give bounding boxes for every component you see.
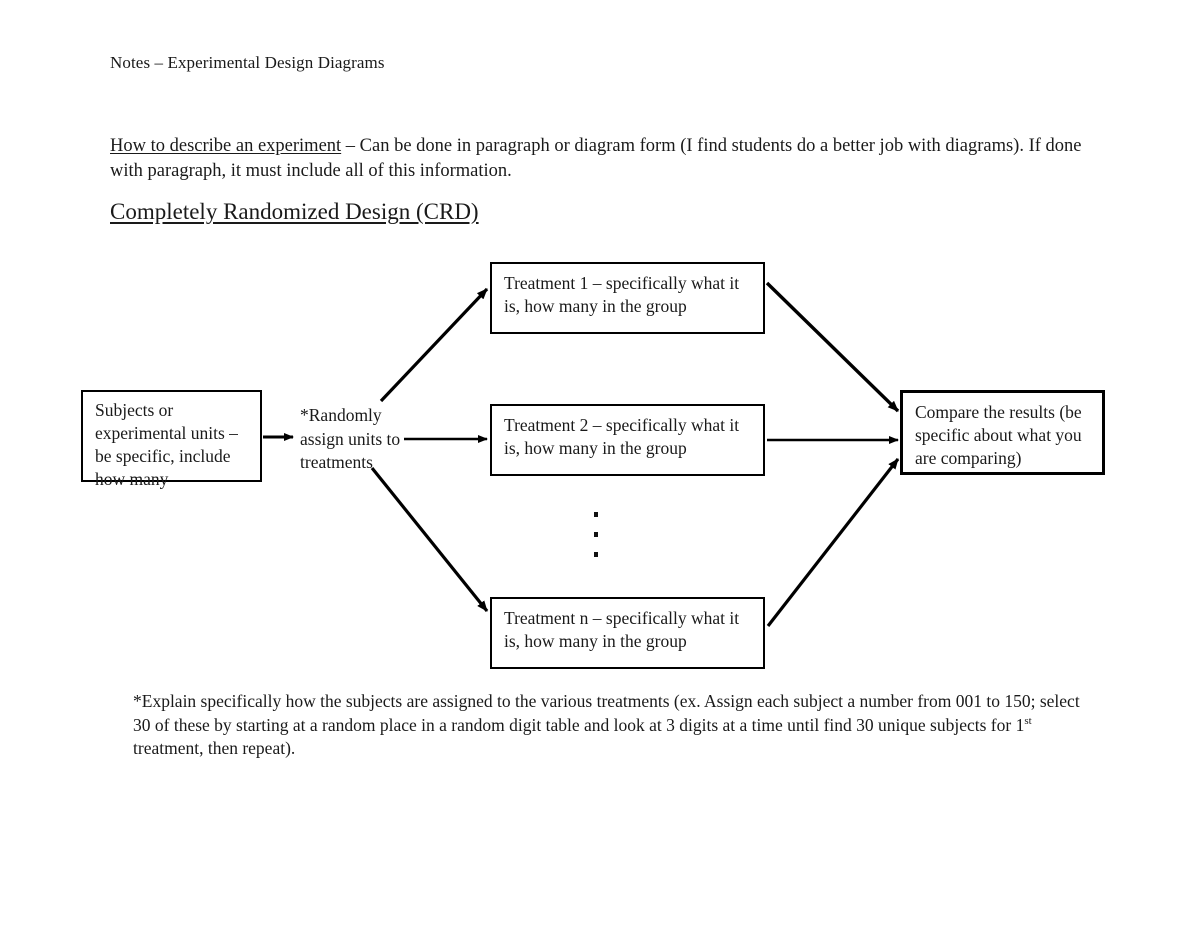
page-title: Notes – Experimental Design Diagrams xyxy=(110,53,385,72)
intro-body: – Can be done in paragraph or diagram fo… xyxy=(110,136,1082,181)
edge-treatment-1-to-compare xyxy=(765,281,900,413)
vertical-ellipsis-icon xyxy=(594,508,608,566)
edge-treatment-n-to-compare xyxy=(766,458,900,627)
footnote-part-2: treatment, then repeat). xyxy=(133,738,296,758)
footnote-superscript: st xyxy=(1024,714,1032,727)
edge-randomize-to-treatment-1 xyxy=(379,287,489,403)
node-treatment-1[interactable]: Treatment 1 – specifically what it is, h… xyxy=(490,262,765,334)
footnote-explain: *Explain specifically how the subjects a… xyxy=(133,690,1085,761)
node-compare-results[interactable]: Compare the results (be specific about w… xyxy=(900,390,1105,475)
intro-paragraph: How to describe an experiment – Can be d… xyxy=(110,134,1082,184)
node-treatment-2[interactable]: Treatment 2 – specifically what it is, h… xyxy=(490,404,765,476)
footnote-part-1: *Explain specifically how the subjects a… xyxy=(133,691,1080,735)
section-heading-crd: Completely Randomized Design (CRD) xyxy=(110,199,479,224)
node-subjects[interactable]: Subjects or experimental units – be spec… xyxy=(81,390,262,489)
node-treatment-n[interactable]: Treatment n – specifically what it is, h… xyxy=(490,597,765,669)
intro-underlined-lead: How to describe an experiment xyxy=(110,136,342,156)
edge-randomize-to-treatment-n xyxy=(370,466,489,613)
node-randomize-label: *Randomly assign units to treatments xyxy=(300,405,401,472)
